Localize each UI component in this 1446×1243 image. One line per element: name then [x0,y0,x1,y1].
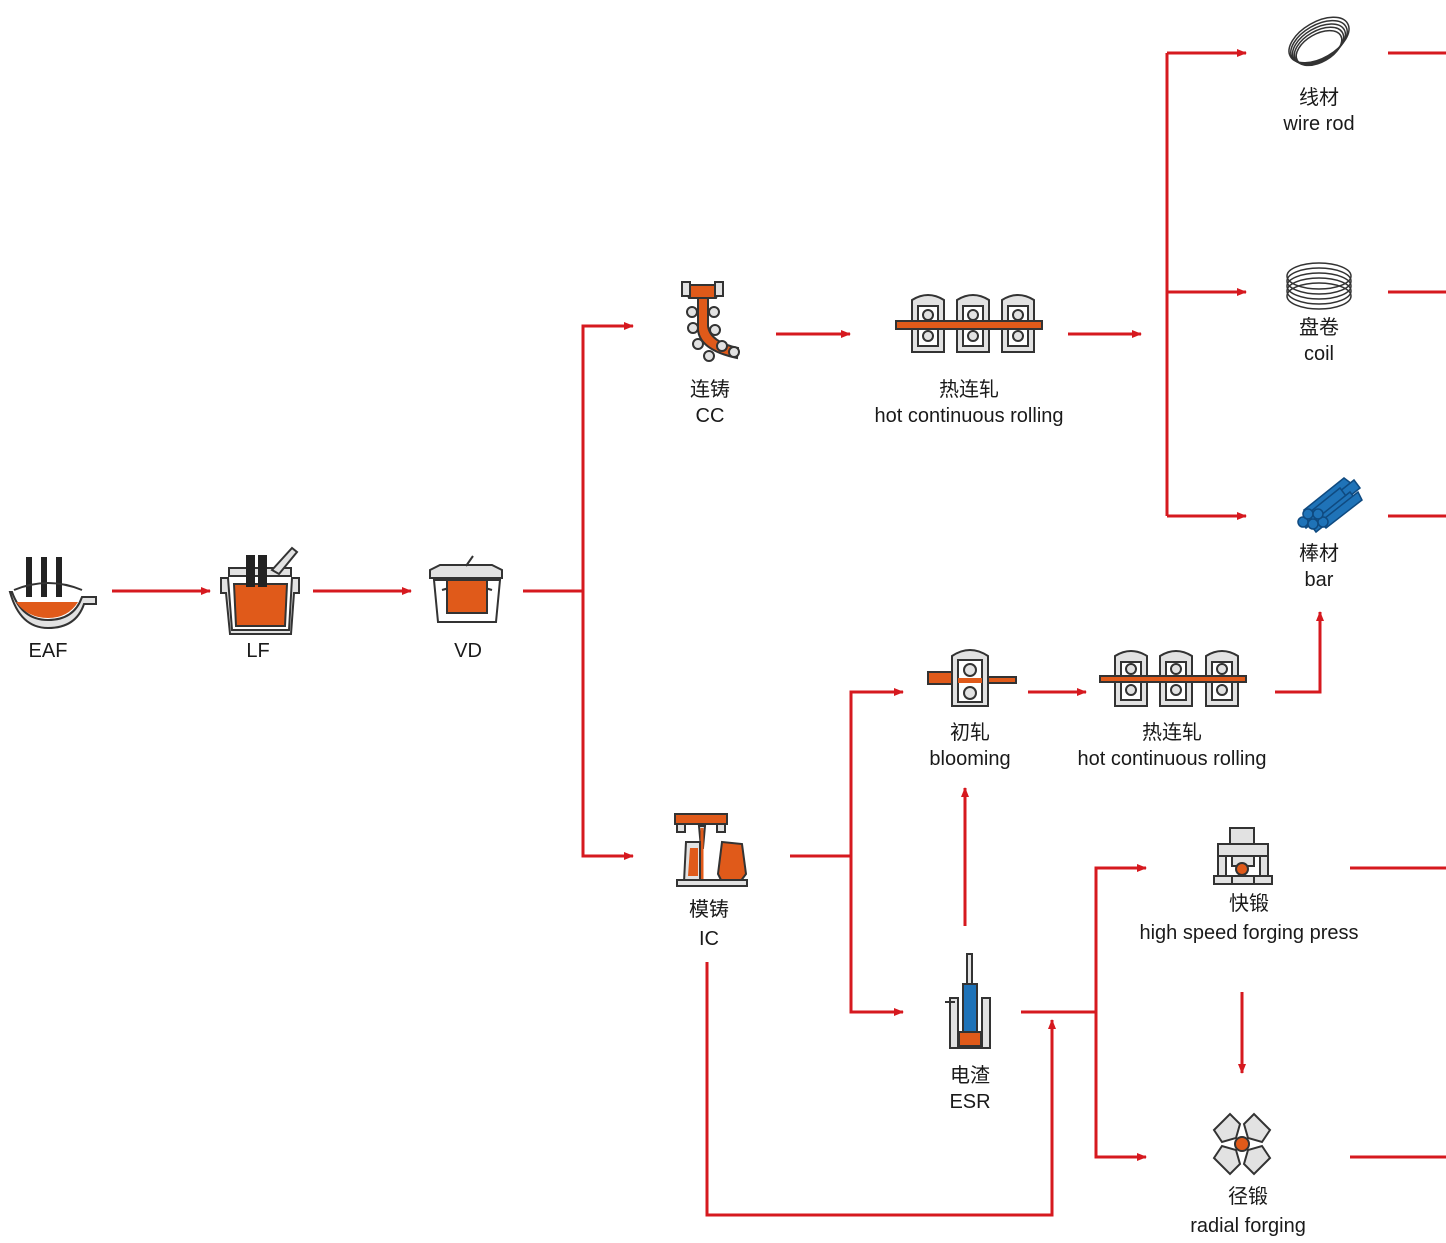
radial-forging-label: 径锻 radial forging [1190,1184,1306,1239]
connectors [112,49,1446,1217]
bar-bundle-icon [1297,477,1363,534]
wire-rod-label-en: wire rod [1283,113,1355,135]
wire-rod-icon [1288,16,1350,67]
hcr1-label-en: hot continuous rolling [874,405,1064,427]
arrow-vd-ic [581,591,634,860]
eaf-label: EAF [29,638,68,664]
coil-label-zh: 盘卷 [1299,317,1339,339]
coil-label-en: coil [1303,343,1334,365]
lf-label: LF [246,638,269,664]
arrow-vd-cc [581,322,634,591]
electroslag-remelting-icon [945,953,991,1049]
electric-arc-furnace-icon [8,557,97,630]
bar-label: 棒材 bar [1299,541,1339,593]
bar-label-en: bar [1304,569,1334,591]
hcr2-label: 热连轧 hot continuous rolling [1077,720,1266,772]
continuous-casting-icon [681,281,740,362]
lf-label-en: LF [246,640,270,662]
wire-rod-label: 线材 wire rod [1283,85,1354,137]
forging-press-label: 快锻 high speed forging press [1139,891,1358,946]
forging-press-icon [1213,827,1273,885]
rolling-mill-icon-bottom [1099,650,1247,707]
forging-press-label-en: high speed forging press [1139,922,1359,944]
eaf-label-en: EAF [28,640,68,662]
wire-rod-label-zh: 线材 [1298,87,1339,109]
blooming-label-zh: 初轧 [949,722,990,744]
radial-forging-label-en: radial forging [1190,1215,1306,1237]
vd-label: VD [454,638,482,664]
esr-label-zh: 电渣 [950,1065,990,1087]
hcr1-label-zh: 热连轧 [938,379,999,401]
bar-label-zh: 棒材 [1299,543,1339,565]
hcr1-label: 热连轧 hot continuous rolling [874,377,1063,429]
arrow-ic-blooming [849,688,904,856]
ic-label: 模铸 IC [689,897,729,952]
hcr2-label-zh: 热连轧 [1141,722,1202,744]
hcr2-label-en: hot continuous rolling [1077,748,1267,770]
arrow-to-forging-press [1094,864,1147,1012]
vacuum-degassing-icon [429,555,503,623]
ic-label-en: IC [699,928,719,950]
radial-forging-icon [1212,1112,1272,1176]
radial-forging-label-zh: 径锻 [1228,1186,1268,1208]
ic-label-zh: 模铸 [689,899,729,921]
arrow-ic-bypass [705,962,1056,1217]
esr-label-en: ESR [949,1091,991,1113]
arrow-ic-esr [849,856,904,1016]
arrow-to-radial-forging [1094,1012,1147,1161]
rolling-mill-icon-top [895,294,1043,353]
blooming-label: 初轧 blooming [929,720,1010,772]
ladle-furnace-icon [220,546,300,635]
arrow-hcr-bar [1275,611,1324,694]
ingot-casting-icon [674,813,748,887]
cc-label-en: CC [695,405,725,427]
blooming-label-en: blooming [929,748,1011,770]
blooming-mill-icon [927,649,1017,707]
forging-press-label-zh: 快锻 [1228,893,1269,915]
coil-icon [1286,262,1352,310]
coil-label: 盘卷 coil [1299,315,1339,367]
esr-label: 电渣 ESR [949,1063,990,1115]
cc-label-zh: 连铸 [690,379,730,401]
cc-label: 连铸 CC [690,377,730,429]
vd-label-en: VD [454,640,482,662]
